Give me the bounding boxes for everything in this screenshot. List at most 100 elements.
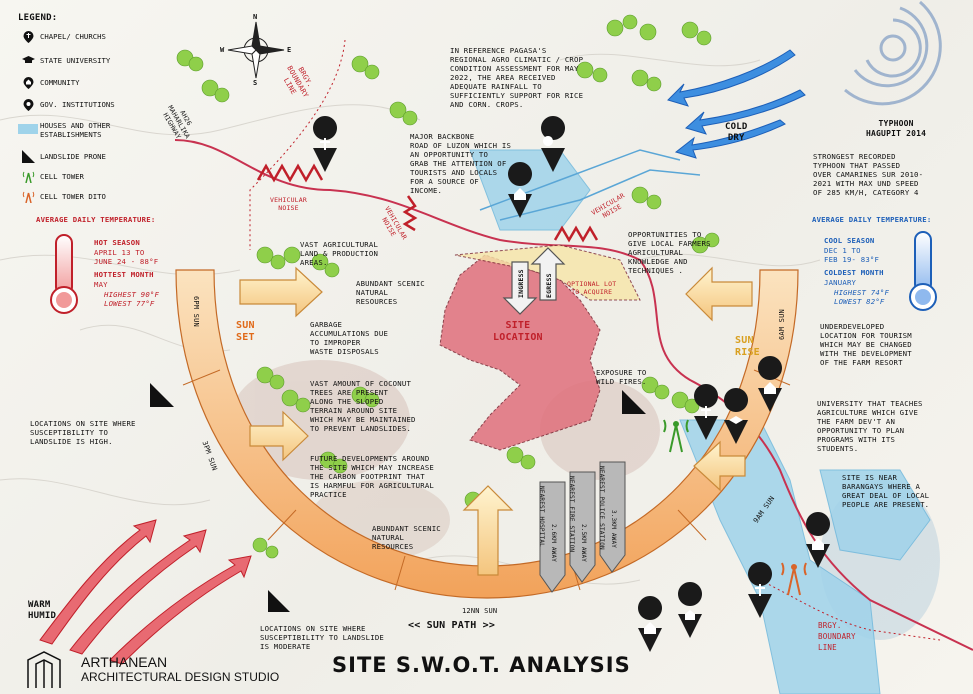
optional-lot-label: OPTIONAL LOT TO ACQUIRE xyxy=(567,280,617,296)
temp-left-season-dates: APRIL 13 TO JUNE 24 - 88°F xyxy=(94,248,159,266)
temp-left-season: HOT SEASON xyxy=(94,238,140,247)
ingress-egress-arrows xyxy=(502,247,566,315)
site-location-area xyxy=(439,254,601,451)
map-pins xyxy=(313,116,831,652)
gov-pin-icon xyxy=(678,582,703,638)
note-scenic-1: ABUNDANT SCENIC NATURAL RESOURCES xyxy=(356,279,425,306)
temp-right-month-name: JANUARY xyxy=(824,278,857,287)
brand-logo xyxy=(27,651,61,688)
graduation-cap-icon xyxy=(22,56,35,63)
distance-value-police: 3.3KM AWAY xyxy=(610,510,617,549)
river xyxy=(469,149,931,694)
note-university: UNIVERSITY THAT TEACHES AGRICULTURE WHIC… xyxy=(817,399,923,453)
compass-s: S xyxy=(253,79,258,87)
compass-w: W xyxy=(220,46,225,54)
note-coconut: VAST AMOUNT OF COCONUT TREES ARE PRESENT… xyxy=(310,379,416,433)
temp-left-lowest: LOWEST 77°F xyxy=(104,299,155,308)
temp-right-season-dates: DEC 1 TO FEB 19- 83°F xyxy=(824,246,880,264)
gov-pin-icon xyxy=(23,99,34,111)
note-scenic-2: ABUNDANT SCENIC NATURAL RESOURCES xyxy=(372,524,441,551)
cell-tower-orange-icon xyxy=(22,191,35,203)
distance-label-fire: NEAREST FIRE STATION xyxy=(568,476,575,553)
pin-glyphs xyxy=(320,136,824,634)
compass-e: E xyxy=(287,46,292,54)
sun-path-label: << SUN PATH >> xyxy=(408,620,496,631)
cold-dry-wind-arrows xyxy=(667,49,806,159)
legend-label: CELL TOWER xyxy=(40,172,84,181)
note-pagasa: IN REFERENCE PAGASA'S REGIONAL AGRO CLIM… xyxy=(450,46,584,109)
note-tourism: UNDERDEVELOPED LOCATION FOR TOURISM WHIC… xyxy=(820,322,912,367)
landslide-icon xyxy=(22,150,35,163)
highway-road xyxy=(174,139,973,651)
legend-label: CELL TOWER DITO xyxy=(40,192,106,201)
temp-left-highest: HIGHEST 90°F xyxy=(104,290,160,299)
sun-set-label: SUN SET xyxy=(236,320,255,343)
note-wildfire: EXPOSURE TO WILD FIRES. xyxy=(596,368,647,386)
cell-tower-orange-icon xyxy=(781,562,807,596)
distance-value-hospital: 2.6KM AWAY xyxy=(550,524,557,563)
thermometer-cold-icon xyxy=(909,231,937,311)
community-pin-icon xyxy=(23,77,34,89)
church-pin-icon xyxy=(313,116,338,172)
community-pin-icon xyxy=(758,356,783,412)
houses-area-swatch xyxy=(18,124,38,134)
compass-n: N xyxy=(253,13,258,21)
temp-right-season: COOL SEASON xyxy=(824,236,875,245)
sun-12nn-label: 12NN SUN xyxy=(462,607,498,615)
ingress-label: INGRESS xyxy=(517,269,525,298)
temp-right-month: COLDEST MONTH xyxy=(824,268,884,277)
cold-dry-label: COLD DRY xyxy=(725,122,748,143)
warm-humid-wind-arrows xyxy=(39,519,252,665)
brgy-boundary-bottom-label: BRGY. BOUNDARY LINE xyxy=(818,621,856,652)
temp-right-title: AVERAGE DAILY TEMPERATURE: xyxy=(812,215,932,224)
compass-rose-icon xyxy=(227,21,285,79)
legend-label: STATE UNIVERSITY xyxy=(40,56,111,65)
distance-label-hospital: NEAREST HOSPITAL xyxy=(538,486,545,547)
barangay-boundary xyxy=(249,39,941,641)
cell-tower-green-icon xyxy=(663,419,689,453)
gov-pin-icon xyxy=(541,116,566,172)
legend-label: CHAPEL/ CHURCHS xyxy=(40,32,106,41)
note-backbone-road: MAJOR BACKBONE ROAD OF LUZON WHICH IS AN… xyxy=(410,132,512,195)
note-landslide-moderate: LOCATIONS ON SITE WHERE SUSCEPTIBILITY T… xyxy=(260,624,385,651)
temp-left-month-name: MAY xyxy=(94,280,108,289)
community-pin-icon xyxy=(806,512,831,568)
university-pin-icon xyxy=(724,388,749,444)
sun-6pm-label: 6PM SUN xyxy=(192,296,200,327)
sun-rise-label: SUN RISE xyxy=(735,335,760,358)
church-pin-icon xyxy=(748,562,773,618)
egress-label: EGRESS xyxy=(545,273,553,298)
typhoon-swirl xyxy=(844,0,942,106)
note-local-farmers: OPPORTUNITIES TO GIVE LOCAL FARMERS AGRI… xyxy=(628,230,711,275)
note-vast-agri: VAST AGRICULTURAL LAND & PRODUCTION AREA… xyxy=(300,240,379,267)
note-garbage: GARBAGE ACCUMULATIONS DUE TO IMPROPER WA… xyxy=(310,320,389,356)
community-pin-icon xyxy=(508,162,533,218)
note-typhoon: STRONGEST RECORDED TYPHOON THAT PASSED O… xyxy=(813,152,924,197)
warm-humid-label: WARM HUMID xyxy=(28,600,57,621)
cell-tower-green-icon xyxy=(22,171,35,183)
temp-right-highest: HIGHEST 74°F xyxy=(834,288,890,297)
landslide-icon xyxy=(150,383,646,612)
temp-left-title: AVERAGE DAILY TEMPERATURE: xyxy=(36,215,156,224)
sun-path-ring xyxy=(175,269,799,599)
legend-label: HOUSES AND OTHER ESTABLISHMENTS xyxy=(40,121,111,139)
note-barangays: SITE IS NEAR BARANGAYS WHERE A GREAT DEA… xyxy=(842,473,930,509)
sun-path-dividers xyxy=(182,369,791,591)
distance-arrow-shapes xyxy=(539,461,626,593)
thermometer-hot-icon xyxy=(50,234,78,314)
brand-subtitle: ARCHITECTURAL DESIGN STUDIO xyxy=(81,670,280,684)
distance-label-police: NEAREST POLICE STATION xyxy=(598,466,605,550)
temp-left-month: HOTTEST MONTH xyxy=(94,270,154,279)
temp-right-lowest: LOWEST 82°F xyxy=(834,297,885,306)
church-icon xyxy=(23,31,34,43)
sun-6am-label: 6AM SUN xyxy=(778,309,786,340)
legend-label: GOV. INSTITUTIONS xyxy=(40,100,115,109)
community-pin-icon xyxy=(638,596,663,652)
site-location-label: SITE LOCATION xyxy=(493,320,543,343)
typhoon-title: TYPHOON HAGUPIT 2014 xyxy=(866,119,927,138)
note-future-dev: FUTURE DEVELOPMENTS AROUND THE SITE WHIC… xyxy=(310,454,435,499)
page-title: SITE S.W.O.T. ANALYSIS xyxy=(332,653,631,677)
vehicular-noise-zigzags xyxy=(256,163,599,243)
